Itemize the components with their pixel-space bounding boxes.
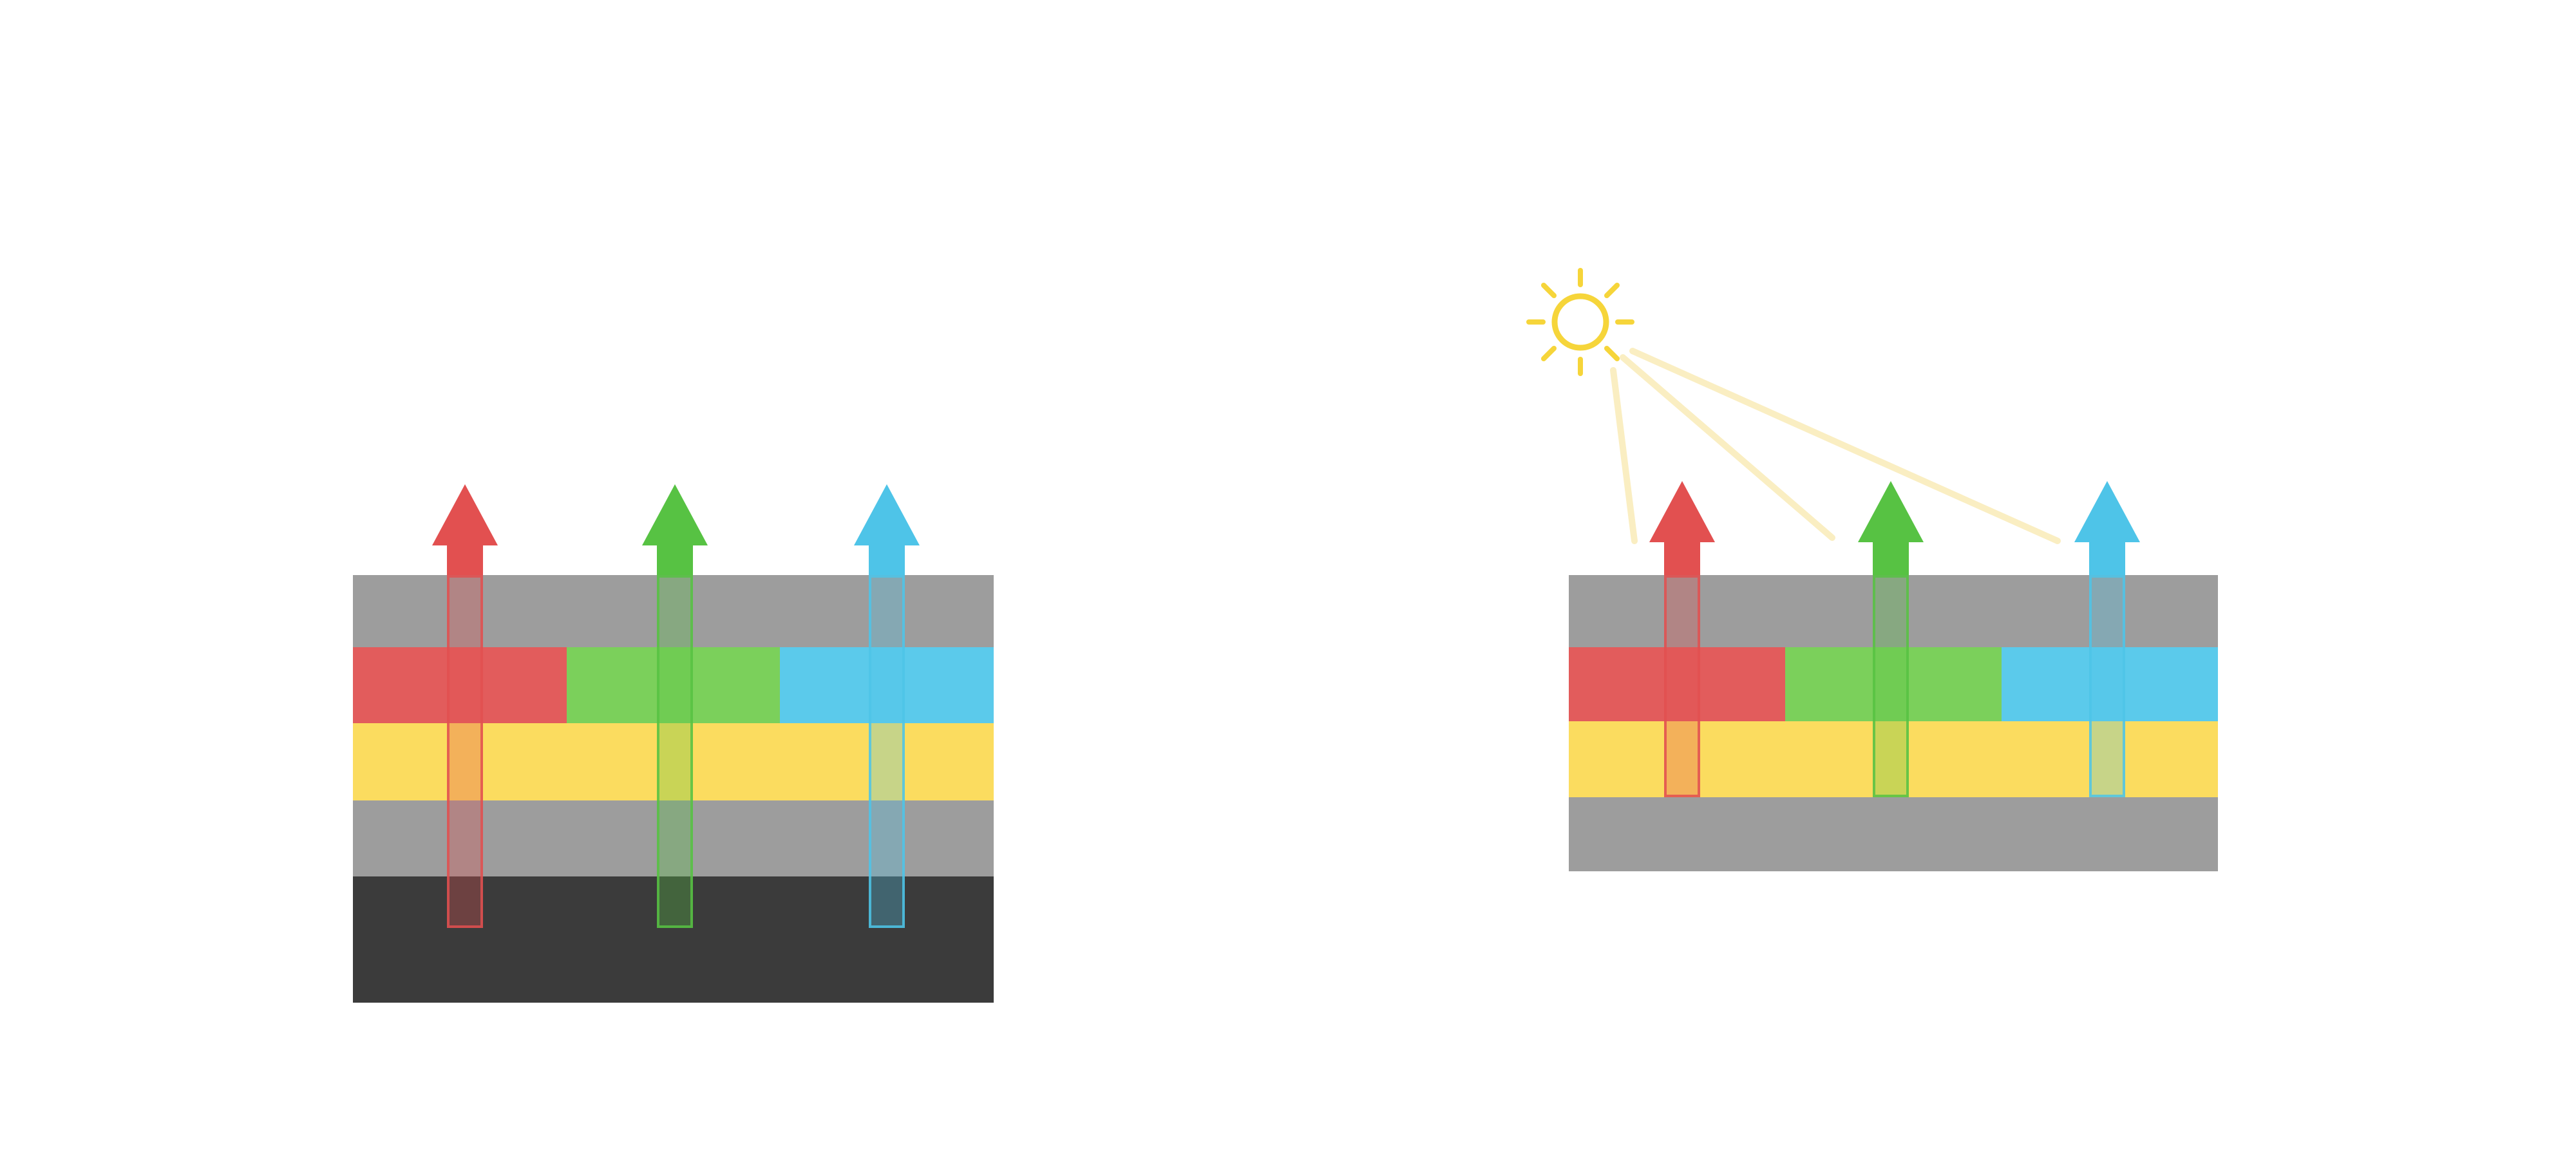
- blue-arrow-shaft: [2089, 575, 2125, 797]
- light-beam-2: [1620, 354, 1835, 541]
- red-arrow-shaft: [1664, 575, 1700, 797]
- sun-rays: [1526, 268, 1634, 376]
- blue-light-arrow: [2074, 481, 2140, 797]
- red-arrow-head-icon: [1649, 481, 1715, 542]
- layer-bottom-gray: [353, 800, 994, 876]
- beam-lines: [1610, 348, 2061, 544]
- light-beam-1: [1610, 367, 1638, 544]
- display-stack-right: [1569, 575, 2218, 871]
- green-arrow-head-icon: [642, 484, 708, 545]
- red-arrow-head-icon: [432, 484, 498, 545]
- light-beam-3: [1629, 348, 2061, 544]
- blue-arrow-shaft: [869, 575, 905, 928]
- blue-arrow-head-icon: [854, 484, 920, 545]
- layer-bottom-gray: [1569, 797, 2218, 871]
- green-arrow-shaft: [657, 575, 693, 928]
- display-stack-left: [353, 575, 994, 1003]
- red-arrow-neck: [447, 545, 483, 575]
- red-filter-segment: [1569, 647, 1785, 721]
- green-arrow-head-icon: [1858, 481, 1924, 542]
- red-light-arrow: [432, 484, 498, 928]
- layer-dark-base: [353, 876, 994, 1003]
- blue-arrow-head-icon: [2074, 481, 2140, 542]
- blue-light-arrow: [854, 484, 920, 928]
- red-light-arrow: [1649, 481, 1715, 797]
- blue-arrow-neck: [2089, 542, 2125, 575]
- layer-top-gray: [1569, 575, 2218, 647]
- red-arrow-neck: [1664, 542, 1700, 575]
- red-arrow-shaft: [447, 575, 483, 928]
- red-filter-segment: [353, 647, 567, 723]
- green-arrow-shaft: [1873, 575, 1909, 797]
- layer-yellow: [353, 723, 994, 800]
- green-light-arrow: [1858, 481, 1924, 797]
- blue-arrow-neck: [869, 545, 905, 575]
- green-arrow-neck: [657, 545, 693, 575]
- green-filter-segment: [1785, 647, 2002, 721]
- layer-top-gray: [353, 575, 994, 647]
- layer-color-filter: [1569, 647, 2218, 721]
- layer-color-filter: [353, 647, 994, 723]
- layer-yellow: [1569, 721, 2218, 797]
- sun-icon: [1526, 268, 1634, 376]
- green-filter-segment: [566, 647, 781, 723]
- blue-filter-segment: [2002, 647, 2218, 721]
- blue-filter-segment: [780, 647, 994, 723]
- green-arrow-neck: [1873, 542, 1909, 575]
- green-light-arrow: [642, 484, 708, 928]
- sunlight-beams: [1610, 348, 2061, 544]
- sun-core: [1551, 293, 1609, 351]
